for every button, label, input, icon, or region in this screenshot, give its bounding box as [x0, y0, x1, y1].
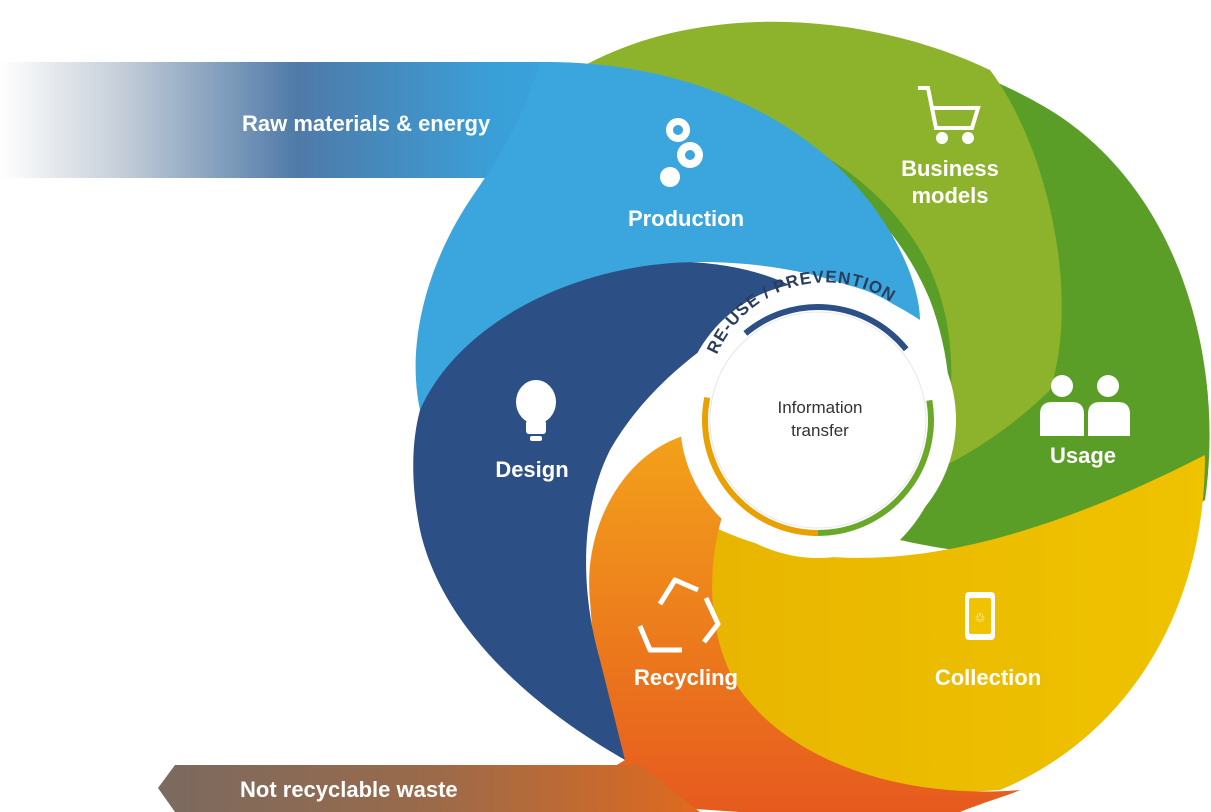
svg-text:♲: ♲	[975, 611, 986, 625]
outflow-arrow	[158, 765, 700, 812]
business-models-label-line1: Business	[901, 156, 999, 181]
center-color-ring-blue	[702, 304, 934, 536]
inflow-arrow	[0, 62, 660, 178]
business-models-segment	[560, 21, 1062, 470]
shopping-cart-icon	[918, 86, 981, 144]
center-color-ring-orange	[702, 304, 934, 536]
lightbulb-icon	[516, 380, 556, 441]
center-inner-disk	[710, 312, 926, 528]
center-label-line1: Information	[777, 398, 862, 417]
recycle-bin-icon: ♲	[965, 592, 995, 640]
center-inner-border	[709, 311, 927, 529]
design-segment	[413, 261, 800, 760]
usage-label: Usage	[1050, 443, 1116, 468]
recycle-icon	[637, 577, 721, 653]
design-label: Design	[495, 457, 568, 482]
collection-segment	[700, 455, 1205, 792]
inflow-label: Raw materials & energy	[242, 111, 491, 136]
recycling-label: Recycling	[634, 665, 738, 690]
production-segment	[415, 61, 920, 410]
collection-label: Collection	[935, 665, 1041, 690]
center-label-line2: transfer	[791, 421, 849, 440]
center-color-ring-green	[702, 304, 934, 536]
gears-icon	[660, 118, 703, 187]
users-icon	[1040, 375, 1130, 436]
recycling-segment	[560, 430, 1020, 812]
business-models-label-line2: models	[911, 183, 988, 208]
production-label: Production	[628, 206, 744, 231]
outflow-label: Not recyclable waste	[240, 777, 458, 802]
